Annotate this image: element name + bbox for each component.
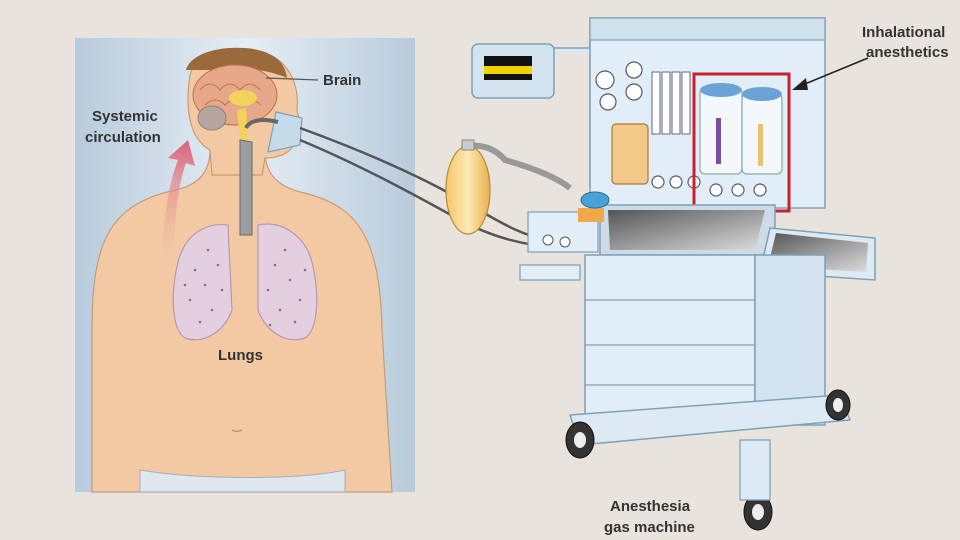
brain-label: Brain	[323, 72, 361, 90]
drawer-cabinet	[585, 255, 755, 415]
systemic-circulation-label-line2: circulation	[85, 129, 161, 147]
machine-label-line1: Anesthesia	[610, 498, 690, 516]
lungs-label: Lungs	[218, 347, 263, 365]
vaporizer-bottles	[700, 83, 782, 174]
inhalational-label-line2: anesthetics	[866, 44, 949, 62]
machine-label-line2: gas machine	[604, 519, 695, 537]
inhalational-label-line1: Inhalational	[862, 24, 945, 42]
systemic-circulation-label-line1: Systemic	[92, 108, 158, 126]
absorber-canister	[612, 124, 648, 184]
anesthesia-machine	[472, 18, 875, 530]
